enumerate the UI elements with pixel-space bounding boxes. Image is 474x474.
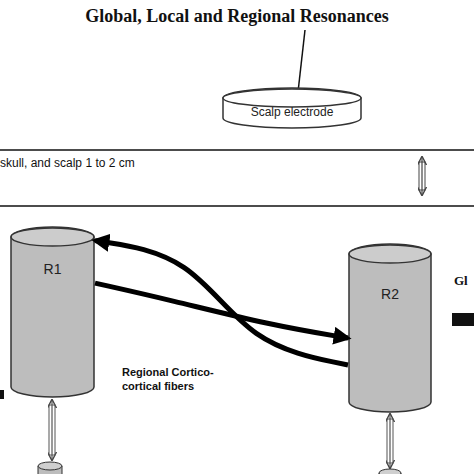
- node-label: R1: [10, 261, 95, 277]
- cylinder-outline: [348, 244, 432, 412]
- cylinder-top: [349, 245, 431, 263]
- cortical-region: R1: [10, 227, 95, 397]
- cortico-cortical-fiber: [95, 283, 348, 338]
- scalp-electrode: Scalp electrode: [222, 88, 362, 128]
- cylinder-body: [11, 227, 94, 397]
- thickness-note: skull, and scalp 1 to 2 cm: [0, 156, 260, 171]
- cylinder-body: [223, 88, 361, 128]
- cylinder-body: [349, 244, 431, 412]
- cylinder-top: [223, 89, 361, 107]
- cortex-surface-line: [0, 205, 474, 207]
- thickness-arrow-shaft: [419, 162, 425, 190]
- fiber-label: Regional Cortico-cortical fibers: [122, 366, 222, 394]
- global-arrow: [452, 313, 474, 326]
- cylinder-outline: [10, 227, 95, 397]
- node-label: R2: [348, 286, 432, 302]
- local-arrow: [51, 400, 52, 460]
- cortical-region: R2: [348, 244, 432, 412]
- local-arrow-shaft: [387, 419, 393, 463]
- local-arrow: [389, 414, 390, 468]
- node-label: Scalp electrode: [222, 105, 362, 119]
- small-cylinder: [379, 469, 401, 474]
- thickness-arrow: [421, 157, 422, 195]
- cortico-cortical-fiber: [95, 241, 348, 365]
- electrode-lead: [298, 30, 305, 92]
- diagram-title: Global, Local and Regional Resonances: [0, 6, 474, 27]
- global-label: Gl: [454, 273, 474, 289]
- local-arrow-shaft: [49, 405, 55, 455]
- scalp-surface-line: [0, 149, 474, 151]
- edge-mark: [0, 390, 4, 399]
- small-cylinder: [38, 462, 62, 474]
- cylinder-top: [11, 228, 94, 246]
